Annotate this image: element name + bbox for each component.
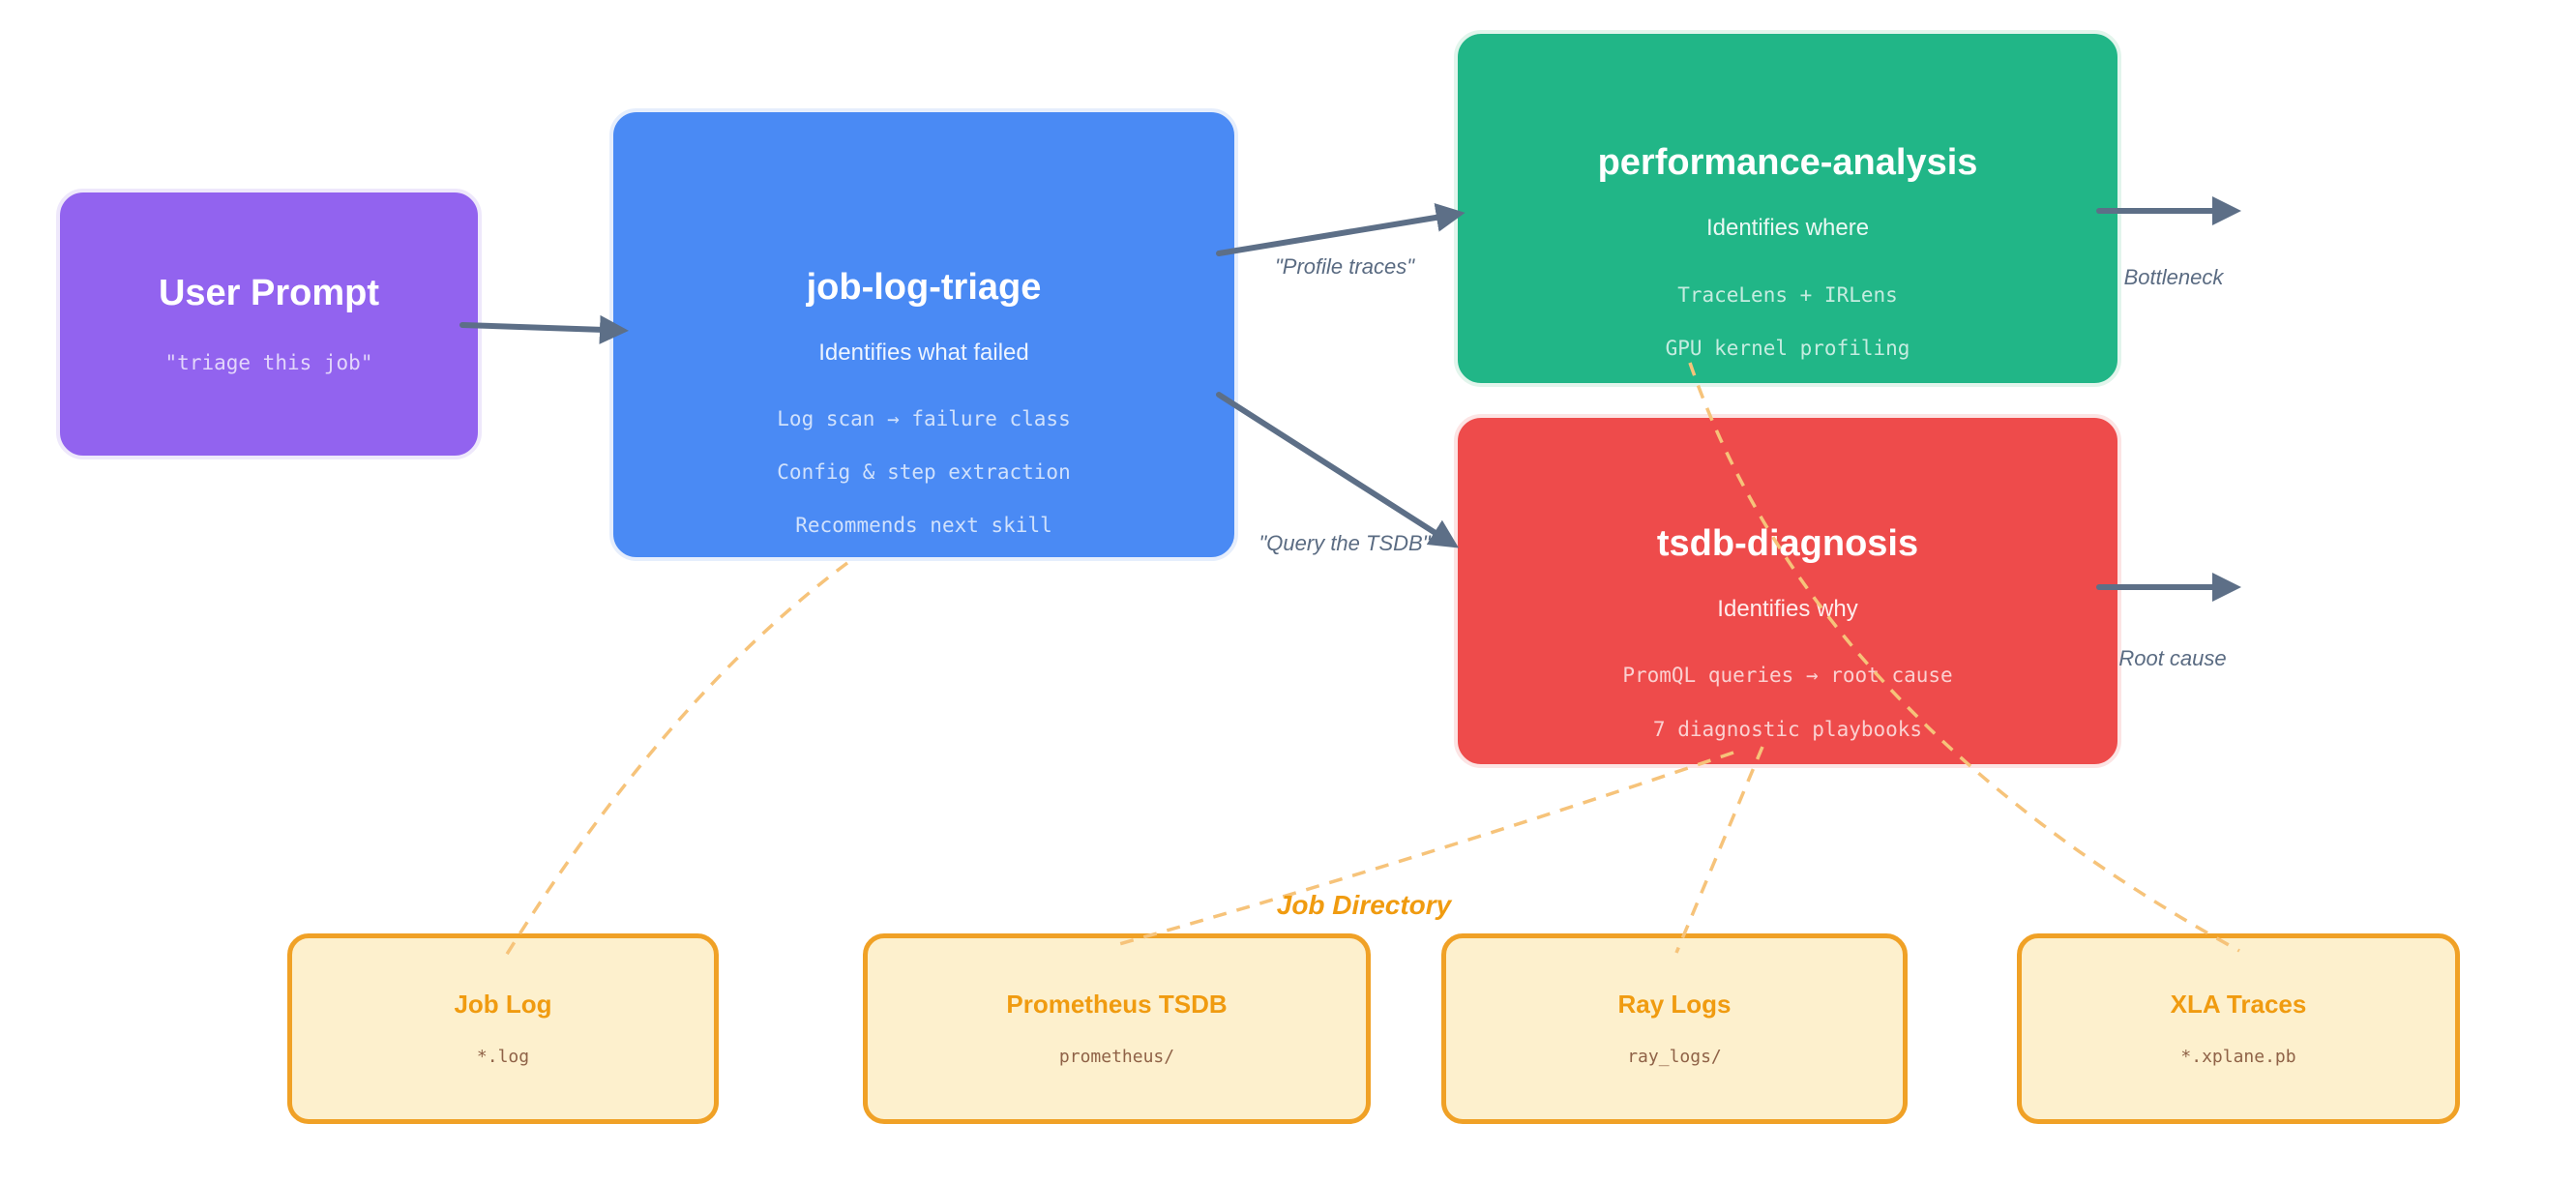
node-code: *.log xyxy=(476,1047,530,1067)
arrow-user-prompt-to-job-log-triage xyxy=(459,314,629,344)
node-title: XLA Traces xyxy=(2170,990,2307,1019)
node-title: Prometheus TSDB xyxy=(1006,990,1228,1019)
cluster-label-job-directory: Job Directory xyxy=(1276,890,1452,920)
node-job-log: Job Log *.log xyxy=(287,933,719,1124)
node-detail: GPU kernel profiling xyxy=(1665,337,1910,360)
node-subtitle: Identifies why xyxy=(1717,596,1858,622)
node-title: performance-analysis xyxy=(1597,142,1978,183)
edge-label-query-the-tsdb: "Query the TSDB" xyxy=(1258,531,1431,555)
dashed-edge-tsdb-diagnosis-to-ray-logs xyxy=(1674,746,1764,954)
node-detail: Recommends next skill xyxy=(795,514,1052,537)
node-detail: 7 diagnostic playbooks xyxy=(1652,718,1923,741)
edge-label-profile-traces: "Profile traces" xyxy=(1275,254,1414,279)
node-detail: TraceLens + IRLens xyxy=(1677,283,1898,307)
node-code: "triage this job" xyxy=(164,351,373,374)
node-user-prompt: User Prompt "triage this job" xyxy=(56,189,482,459)
node-detail: PromQL queries → root cause xyxy=(1622,664,1953,687)
node-performance-analysis: performance-analysis Identifies where Tr… xyxy=(1454,30,2121,387)
node-subtitle: Identifies what failed xyxy=(818,340,1029,366)
node-title: tsdb-diagnosis xyxy=(1656,523,1919,564)
edge-label-root-cause: Root cause xyxy=(2118,646,2227,670)
arrow-job-log-triage-to-tsdb-diagnosis xyxy=(1216,392,1460,548)
node-code: ray_logs/ xyxy=(1627,1047,1722,1067)
node-title: job-log-triage xyxy=(806,267,1042,308)
node-detail: Config & step extraction xyxy=(777,460,1071,484)
node-title: Ray Logs xyxy=(1617,990,1732,1019)
node-code: prometheus/ xyxy=(1058,1047,1175,1067)
arrow-job-log-triage-to-performance-analysis xyxy=(1216,203,1466,256)
node-tsdb-diagnosis: tsdb-diagnosis Identifies why PromQL que… xyxy=(1454,414,2121,768)
node-title: User Prompt xyxy=(158,273,380,313)
node-ray-logs: Ray Logs ray_logs/ xyxy=(1441,933,1908,1124)
node-code: *.xplane.pb xyxy=(2180,1047,2296,1067)
edge-label-bottleneck: Bottleneck xyxy=(2123,265,2224,289)
node-subtitle: Identifies where xyxy=(1705,215,1870,241)
node-detail: Log scan → failure class xyxy=(777,407,1071,430)
node-title: Job Log xyxy=(454,990,552,1019)
dashed-edge-job-log-triage-to-job-log xyxy=(504,561,849,957)
node-job-log-triage: job-log-triage Identifies what failed Lo… xyxy=(609,108,1238,561)
node-prometheus-tsdb: Prometheus TSDB prometheus/ xyxy=(863,933,1371,1124)
node-xla-traces: XLA Traces *.xplane.pb xyxy=(2017,933,2460,1124)
